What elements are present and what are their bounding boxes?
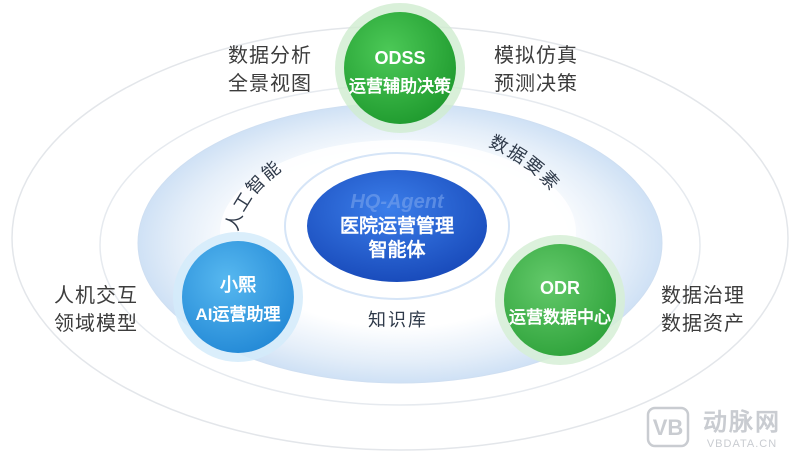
- side-label-top-right-1: 模拟仿真: [494, 44, 578, 67]
- xiaoxi-title: 小熙: [220, 275, 256, 295]
- ring-label-knowledge: 知识库: [368, 310, 428, 330]
- side-label-right-1: 数据治理: [661, 284, 745, 307]
- xiaoxi-node: [182, 241, 294, 353]
- watermark-name: 动脉网: [703, 409, 781, 436]
- odr-subtitle: 运营数据中心: [509, 307, 611, 327]
- watermark-logo: VB: [653, 415, 684, 440]
- side-label-left-2: 领域模型: [54, 312, 138, 335]
- side-label-left-1: 人机交互: [54, 284, 138, 307]
- odr-title: ODR: [540, 278, 580, 298]
- center-node: [307, 170, 487, 282]
- side-label-top-right-2: 预测决策: [494, 72, 578, 95]
- side-label-top-left-1: 数据分析: [228, 44, 312, 67]
- center-line2: 智能体: [368, 238, 426, 261]
- odss-node: [344, 12, 456, 124]
- odss-subtitle: 运营辅助决策: [349, 76, 452, 96]
- watermark-domain: VBDATA.CN: [707, 438, 777, 450]
- odss-title: ODSS: [374, 48, 425, 68]
- xiaoxi-subtitle: AI运营助理: [196, 304, 281, 324]
- watermark-logo-box: [646, 406, 690, 448]
- side-label-right-2: 数据资产: [661, 312, 745, 335]
- watermark: VB 动脉网 VBDATA.CN: [646, 406, 781, 450]
- center-title-en: HQ-Agent: [350, 191, 445, 213]
- center-line1: 医院运营管理: [340, 214, 454, 237]
- odr-node: [504, 244, 616, 356]
- side-label-top-left-2: 全景视图: [228, 72, 312, 95]
